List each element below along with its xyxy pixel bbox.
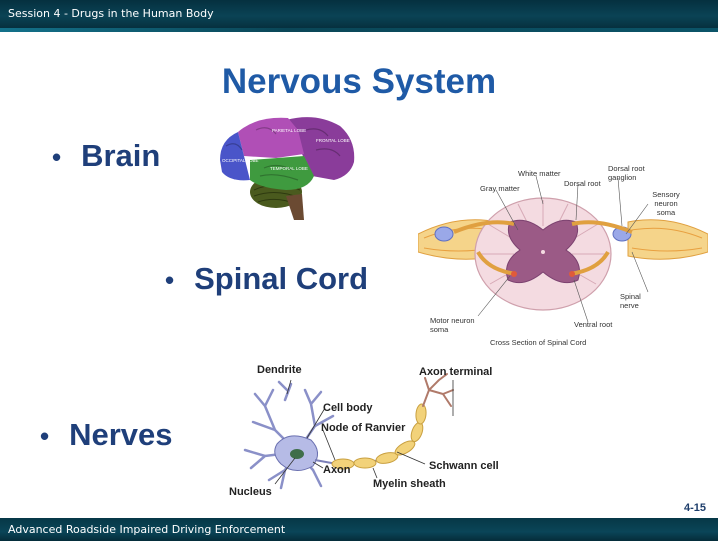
spinal-nerve-label: Spinal nerve: [620, 292, 650, 310]
ventral-root-label: Ventral root: [574, 320, 612, 329]
axon-terminal-label: Axon terminal: [419, 366, 492, 378]
brain-occipital-label: OCCIPITAL LOBE: [222, 158, 259, 163]
sensory-neuron-soma-label: Sensory neuron soma: [648, 190, 684, 217]
bullet-spinal-cord-label: Spinal Cord: [194, 261, 368, 296]
bullet-brain: • Brain: [52, 138, 160, 174]
dorsal-root-ganglion-label: Dorsal root ganglion: [608, 164, 658, 182]
myelin-sheath-label: Myelin sheath: [373, 478, 446, 490]
brain-figure: PARIETAL LOBE FRONTAL LOBE OCCIPITAL LOB…: [216, 110, 358, 222]
footer-label: Advanced Roadside Impaired Driving Enfor…: [8, 523, 285, 536]
page-number: 4-15: [684, 502, 706, 514]
bullet-marker: •: [40, 421, 49, 451]
dendrite-label: Dendrite: [257, 364, 302, 376]
schwann-cell-label: Schwann cell: [429, 460, 499, 472]
session-label: Session 4 - Drugs in the Human Body: [8, 7, 214, 20]
axon-label: Axon: [323, 464, 351, 476]
spinal-cord-figure: White matter Gray matter Dorsal root Dor…: [418, 164, 708, 352]
bullet-nerves: • Nerves: [40, 417, 173, 453]
nucleus-label: Nucleus: [229, 486, 272, 498]
bullet-nerves-label: Nerves: [69, 417, 172, 452]
brain-temporal-label: TEMPORAL LOBE: [270, 166, 308, 171]
bullet-brain-label: Brain: [81, 138, 160, 173]
bullet-spinal-cord: • Spinal Cord: [165, 261, 368, 297]
brain-parietal-label: PARIETAL LOBE: [272, 128, 306, 133]
spinal-cord-caption: Cross Section of Spinal Cord: [490, 338, 586, 347]
bullet-marker: •: [52, 142, 61, 172]
neuron-figure: Dendrite Cell body Node of Ranvier Axon …: [225, 360, 510, 500]
white-matter-label: White matter: [518, 169, 561, 178]
header-accent-line: [0, 28, 718, 32]
dorsal-root-label: Dorsal root: [564, 179, 601, 188]
brain-frontal-label: FRONTAL LOBE: [316, 138, 350, 143]
cell-body-label: Cell body: [323, 402, 373, 414]
slide-title: Nervous System: [0, 62, 718, 102]
brain-illustration: PARIETAL LOBE FRONTAL LOBE OCCIPITAL LOB…: [216, 110, 358, 222]
gray-matter-label: Gray matter: [480, 184, 520, 193]
bullet-marker: •: [165, 265, 174, 295]
motor-neuron-soma-label: Motor neuron soma: [430, 316, 486, 334]
node-of-ranvier-label: Node of Ranvier: [321, 422, 405, 434]
